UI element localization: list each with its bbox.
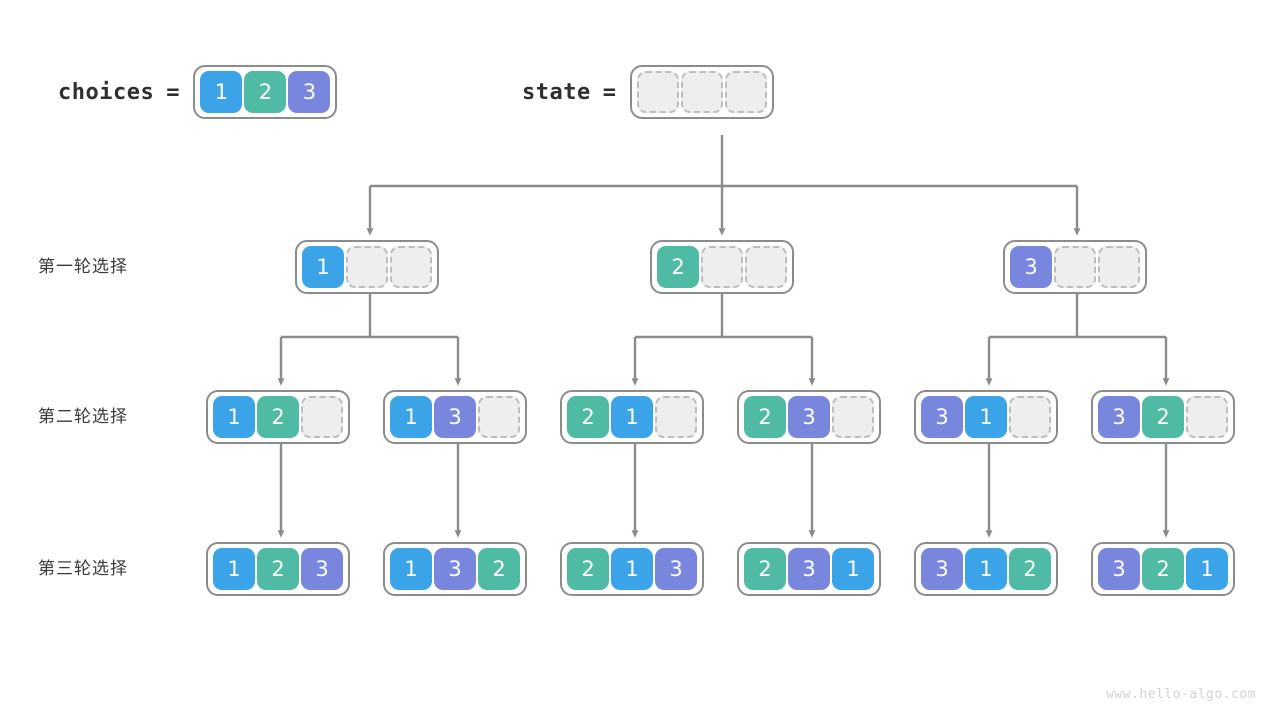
state-node-r3-4-cell-0: 2 <box>744 548 786 590</box>
state-node-r2-6-cell-0: 3 <box>1098 396 1140 438</box>
state-node-r3-1-cell-1: 2 <box>257 548 299 590</box>
choices-cell-1: 2 <box>244 71 287 113</box>
state-node-r3-3-cell-2: 3 <box>655 548 697 590</box>
state-node-r3-2-cell-0: 1 <box>390 548 432 590</box>
state-cell-0 <box>636 71 679 113</box>
state-node-r2-5-cell-1: 1 <box>965 396 1007 438</box>
state-node-r2-4-cell-1: 3 <box>788 396 830 438</box>
state-node-r2-2-cell-2 <box>478 396 520 438</box>
state-node-r1-2-cell-2 <box>745 246 787 288</box>
choices-cell-0: 1 <box>200 71 243 113</box>
state-node-r3-4-cell-2: 1 <box>832 548 874 590</box>
state-array <box>629 65 774 119</box>
state-node-r1-2-cell-0: 2 <box>657 246 699 288</box>
state-node-r3-1-cell-2: 3 <box>301 548 343 590</box>
row-label-round-1: 第一轮选择 <box>38 257 128 277</box>
state-assignment: state = <box>522 65 774 119</box>
state-node-r3-1-cell-0: 1 <box>213 548 255 590</box>
state-node-r2-6-cell-2 <box>1186 396 1228 438</box>
state-node-r3-4-cell-1: 3 <box>788 548 830 590</box>
row-label-round-3: 第三轮选择 <box>38 559 128 579</box>
state-node-r1-3: 3 <box>1003 240 1147 294</box>
choices-cell-2: 3 <box>288 71 331 113</box>
state-node-r3-5-cell-2: 2 <box>1009 548 1051 590</box>
choices-label: choices <box>58 79 155 105</box>
state-node-r3-5-cell-1: 1 <box>965 548 1007 590</box>
state-node-r2-1-cell-0: 1 <box>213 396 255 438</box>
state-node-r1-3-cell-2 <box>1098 246 1140 288</box>
state-node-r3-3-cell-1: 1 <box>611 548 653 590</box>
row-label-round-2: 第二轮选择 <box>38 407 128 427</box>
state-node-r2-4-cell-0: 2 <box>744 396 786 438</box>
watermark: www.hello-algo.com <box>1106 687 1256 702</box>
state-cell-2 <box>724 71 767 113</box>
state-node-r1-3-cell-0: 3 <box>1010 246 1052 288</box>
state-node-r3-2-cell-1: 3 <box>434 548 476 590</box>
state-node-r2-6-cell-1: 2 <box>1142 396 1184 438</box>
state-node-r2-5-cell-2 <box>1009 396 1051 438</box>
state-node-r1-1-cell-0: 1 <box>302 246 344 288</box>
state-node-r2-5-cell-0: 3 <box>921 396 963 438</box>
state-node-r2-3-cell-1: 1 <box>611 396 653 438</box>
state-cell-1 <box>680 71 723 113</box>
state-node-r2-4-cell-2 <box>832 396 874 438</box>
state-node-r3-3-cell-0: 2 <box>567 548 609 590</box>
state-node-r1-1-cell-2 <box>390 246 432 288</box>
state-node-r2-2-cell-1: 3 <box>434 396 476 438</box>
state-node-r1-2-cell-1 <box>701 246 743 288</box>
state-node-r2-1-cell-1: 2 <box>257 396 299 438</box>
state-node-r1-1-cell-1 <box>346 246 388 288</box>
state-label: state <box>522 79 591 105</box>
state-node-r2-3-cell-2 <box>655 396 697 438</box>
state-node-r3-6-cell-0: 3 <box>1098 548 1140 590</box>
state-node-r2-1-cell-2 <box>301 396 343 438</box>
state-node-r1-2: 2 <box>650 240 794 294</box>
choices-equals-sign: = <box>166 79 180 105</box>
state-node-r3-2-cell-2: 2 <box>478 548 520 590</box>
state-node-r3-5-cell-0: 3 <box>921 548 963 590</box>
state-node-r1-1: 1 <box>295 240 439 294</box>
state-equals-sign: = <box>602 79 616 105</box>
state-node-r2-3-cell-0: 2 <box>567 396 609 438</box>
state-node-r3-6-cell-2: 1 <box>1186 548 1228 590</box>
state-node-r3-6-cell-1: 2 <box>1142 548 1184 590</box>
state-node-r1-3-cell-1 <box>1054 246 1096 288</box>
state-node-r2-2-cell-0: 1 <box>390 396 432 438</box>
